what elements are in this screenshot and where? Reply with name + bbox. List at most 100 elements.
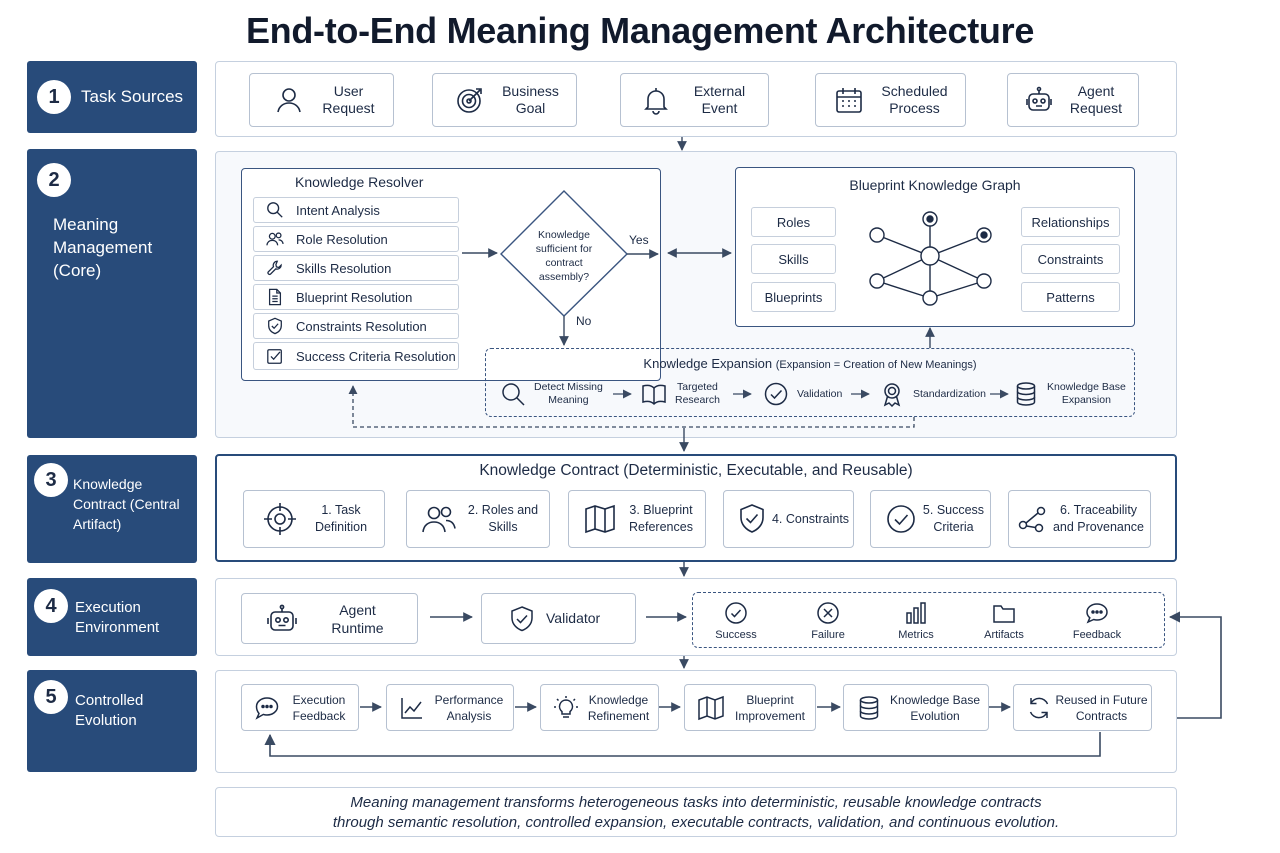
resolver-item-blueprint[interactable]: Blueprint Resolution: [253, 284, 459, 310]
outcomes-panel: [692, 592, 1165, 648]
contract-item-constraints[interactable]: 4. Constraints: [723, 490, 854, 548]
outcome-failure[interactable]: Failure: [788, 601, 868, 641]
network-graph-icon: [869, 211, 992, 306]
summary-line-2: through semantic resolution, controlled …: [332, 814, 1060, 831]
expansion-step-standardization[interactable]: Standardization: [879, 381, 986, 408]
stage-3-panel: 3 Knowledge Contract (Central Artifact): [27, 455, 197, 563]
resolver-item-role[interactable]: Role Resolution: [253, 226, 459, 252]
crosshair-icon: [262, 501, 298, 537]
graph-node-blueprints[interactable]: Blueprints: [751, 282, 836, 312]
map-icon: [697, 694, 725, 722]
map-icon: [583, 502, 617, 536]
robot-icon: [266, 603, 298, 635]
stage-number: 3: [34, 463, 68, 497]
decision-yes-label: Yes: [629, 233, 649, 247]
outcome-metrics[interactable]: Metrics: [876, 601, 956, 641]
outcome-artifacts[interactable]: Artifacts: [964, 601, 1044, 641]
summary-box: Meaning management transforms heterogene…: [215, 787, 1177, 837]
graph-node-relationships[interactable]: Relationships: [1021, 207, 1120, 237]
stage-number: 4: [34, 589, 68, 623]
line-chart-icon: [399, 695, 425, 721]
expansion-subtitle: (Expansion = Creation of New Meanings): [775, 359, 977, 371]
stage-label: Controlled Evolution: [75, 692, 144, 729]
folder-icon: [992, 601, 1016, 625]
outcome-success[interactable]: Success: [696, 601, 776, 641]
stage-number: 5: [34, 680, 68, 714]
resolver-item-constraints[interactable]: Constraints Resolution: [253, 313, 459, 339]
graph-title: Blueprint Knowledge Graph: [849, 177, 1021, 193]
resolver-item-intent[interactable]: Intent Analysis: [253, 197, 459, 223]
bulb-icon: [553, 695, 579, 721]
stage-4-panel: 4 Execution Environment: [27, 578, 197, 656]
graph-node-skills[interactable]: Skills: [751, 244, 836, 274]
summary-line-1: Meaning management transforms heterogene…: [350, 794, 1042, 811]
graph-node-constraints[interactable]: Constraints: [1021, 244, 1120, 274]
validator-box[interactable]: Validator: [481, 593, 636, 644]
decision-no-label: No: [576, 314, 592, 328]
expansion-heading: Knowledge Expansion (Expansion = Creatio…: [485, 356, 1135, 371]
stage-5-panel: 5 Controlled Evolution: [27, 670, 197, 772]
stage-1-panel: 1 Task Sources: [27, 61, 197, 133]
resolver-item-skills[interactable]: Skills Resolution: [253, 255, 459, 281]
refresh-icon: [1026, 695, 1052, 721]
knowledge-expansion-panel: [485, 348, 1135, 417]
award-icon: [879, 381, 905, 408]
stage-label: Knowledge Contract (Central Artifact): [73, 476, 180, 532]
users-icon: [421, 501, 457, 537]
book-icon: [641, 381, 667, 407]
document-icon: [266, 288, 284, 306]
chat-bubble-icon: [1085, 601, 1109, 625]
search-icon: [266, 201, 284, 219]
user-icon: [274, 85, 304, 115]
shield-check-icon: [736, 503, 768, 535]
check-circle-icon: [724, 601, 748, 625]
outcome-feedback[interactable]: Feedback: [1057, 601, 1137, 641]
graph-node-roles[interactable]: Roles: [751, 207, 836, 237]
graph-node-patterns[interactable]: Patterns: [1021, 282, 1120, 312]
shield-icon: [266, 317, 284, 335]
check-circle-icon: [885, 503, 917, 535]
chat-icon: [254, 695, 280, 721]
check-circle-icon: [763, 381, 789, 407]
stage-label: Meaning Management (Core): [53, 215, 153, 280]
share-icon: [1017, 504, 1047, 534]
bell-icon: [641, 85, 671, 115]
robot-icon: [1024, 85, 1054, 115]
wrench-icon: [266, 259, 284, 277]
stage-2-panel: 2 Meaning Management (Core): [27, 149, 197, 438]
x-circle-icon: [816, 601, 840, 625]
expansion-step-validation[interactable]: Validation: [763, 381, 842, 407]
stage-number: 1: [37, 80, 71, 114]
resolver-item-success[interactable]: Success Criteria Resolution: [253, 342, 459, 370]
page-title: End-to-End Meaning Management Architectu…: [245, 10, 1035, 51]
target-icon: [455, 85, 485, 115]
stage-number: 2: [37, 163, 71, 197]
stage-label: Task Sources: [81, 87, 184, 106]
users-icon: [266, 230, 284, 248]
database-icon: [856, 695, 882, 721]
resolver-title: Knowledge Resolver: [295, 174, 424, 190]
calendar-icon: [834, 85, 864, 115]
contract-title: Knowledge Contract (Deterministic, Execu…: [479, 462, 913, 479]
